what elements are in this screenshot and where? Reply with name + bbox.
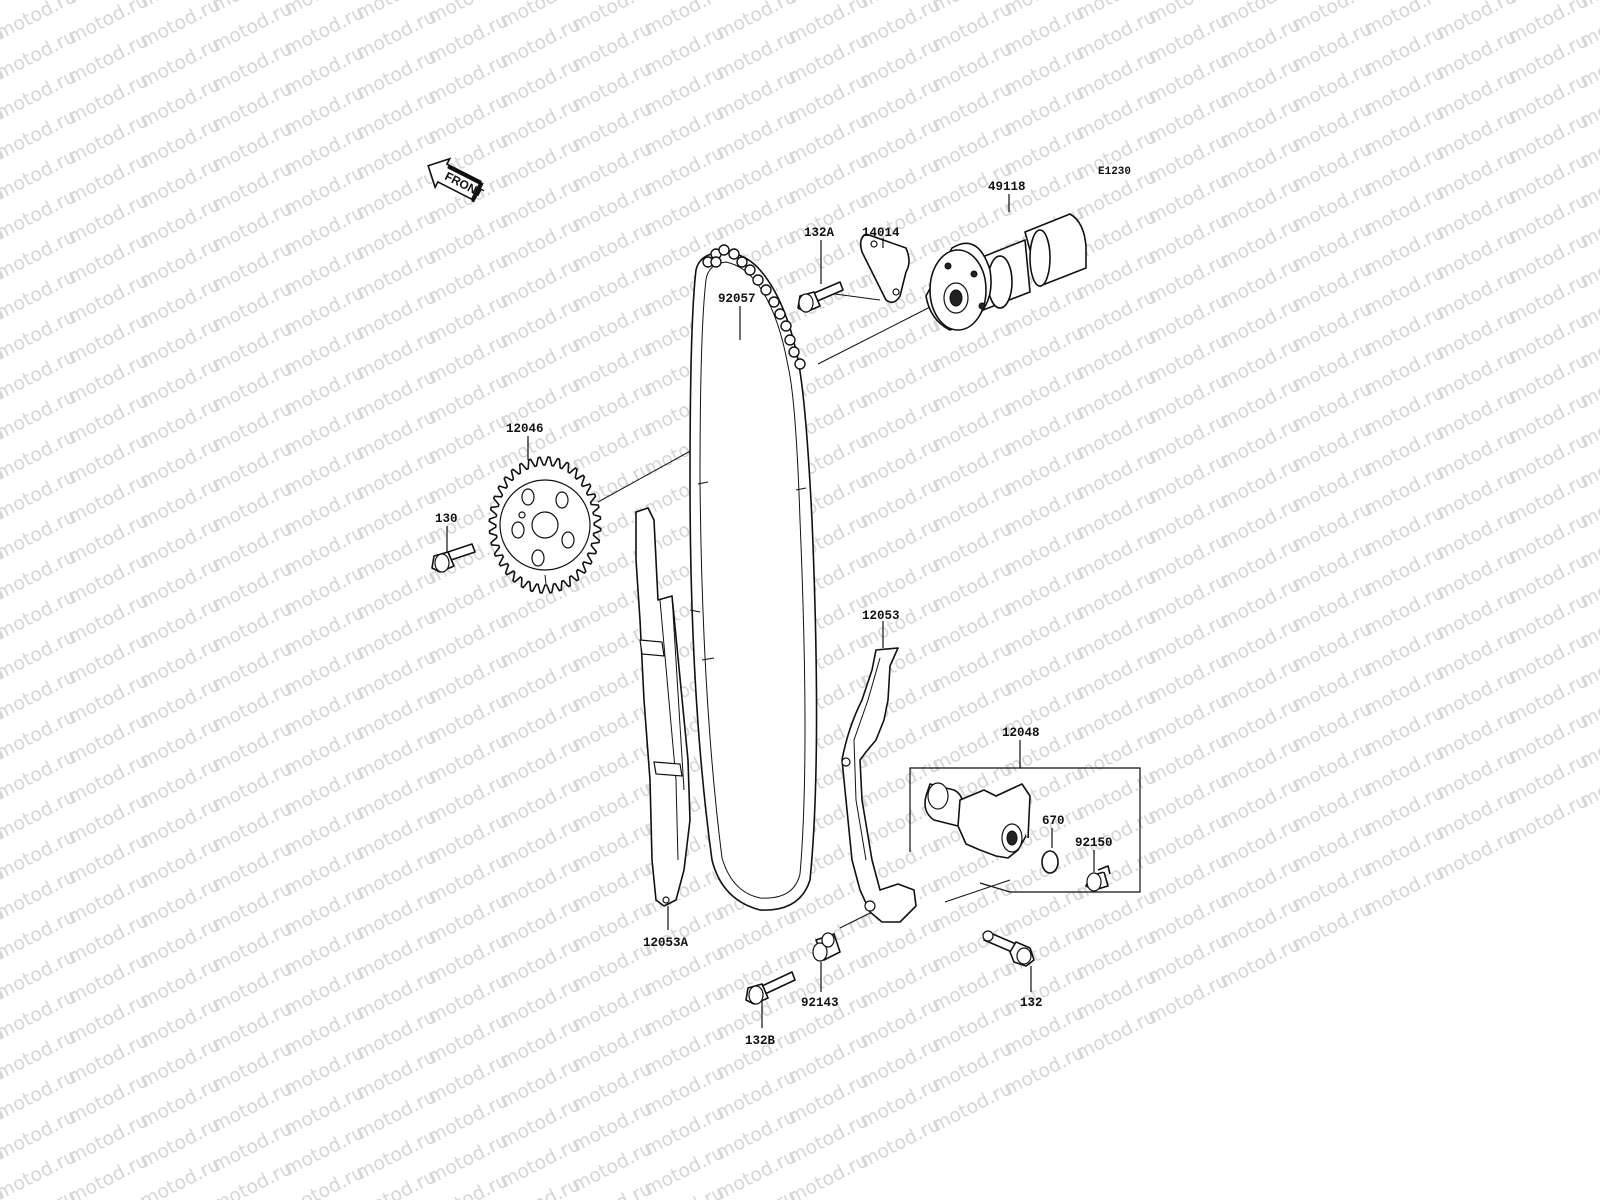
collar-92143 bbox=[812, 932, 841, 962]
cam-sprocket bbox=[488, 456, 602, 594]
chain-roller bbox=[794, 358, 806, 370]
callout-labels: 49118 14014 132A 92057 12046 130 12053 1… bbox=[435, 180, 1113, 1048]
callout-132b: 132B bbox=[745, 1034, 776, 1048]
callout-92057: 92057 bbox=[718, 292, 756, 306]
chain-roller bbox=[752, 274, 764, 286]
callout-132a: 132A bbox=[804, 226, 835, 240]
callout-132: 132 bbox=[1020, 996, 1043, 1010]
callout-130: 130 bbox=[435, 512, 458, 526]
callout-12048: 12048 bbox=[1002, 726, 1040, 740]
callout-49118: 49118 bbox=[988, 180, 1026, 194]
tensioner-assembly-box bbox=[909, 767, 1141, 893]
callout-12053a: 12053A bbox=[643, 936, 689, 950]
chain-roller bbox=[744, 264, 756, 276]
bolt-132a bbox=[797, 281, 844, 313]
camshaft bbox=[925, 213, 1087, 331]
callout-12046: 12046 bbox=[506, 422, 544, 436]
callout-12053: 12053 bbox=[862, 609, 900, 623]
chain-roller bbox=[780, 320, 792, 332]
camshaft-plate bbox=[859, 233, 910, 304]
bolt-132 bbox=[982, 930, 1035, 967]
chain-roller bbox=[728, 248, 740, 260]
chain-roller bbox=[718, 244, 730, 256]
callout-670: 670 bbox=[1042, 814, 1065, 828]
chain-roller bbox=[788, 346, 800, 358]
chain-roller bbox=[768, 296, 780, 308]
diagram-code: E1230 bbox=[1098, 166, 1131, 178]
callout-14014: 14014 bbox=[862, 226, 900, 240]
chain-guide-tensioner bbox=[841, 647, 917, 923]
bolt-130 bbox=[431, 543, 476, 573]
chain-guide-front bbox=[635, 507, 691, 907]
leader-lines bbox=[446, 194, 1095, 1028]
chain-roller bbox=[774, 308, 786, 320]
chain-roller bbox=[760, 284, 772, 296]
chain-roller bbox=[736, 256, 748, 268]
callout-92150: 92150 bbox=[1075, 836, 1113, 850]
timing-chain bbox=[689, 244, 818, 911]
chain-roller bbox=[784, 334, 796, 346]
chain-roller bbox=[710, 256, 722, 268]
callout-92143: 92143 bbox=[801, 996, 839, 1010]
bolt-132b bbox=[745, 971, 796, 1005]
front-arrow: FRONT bbox=[427, 157, 486, 203]
